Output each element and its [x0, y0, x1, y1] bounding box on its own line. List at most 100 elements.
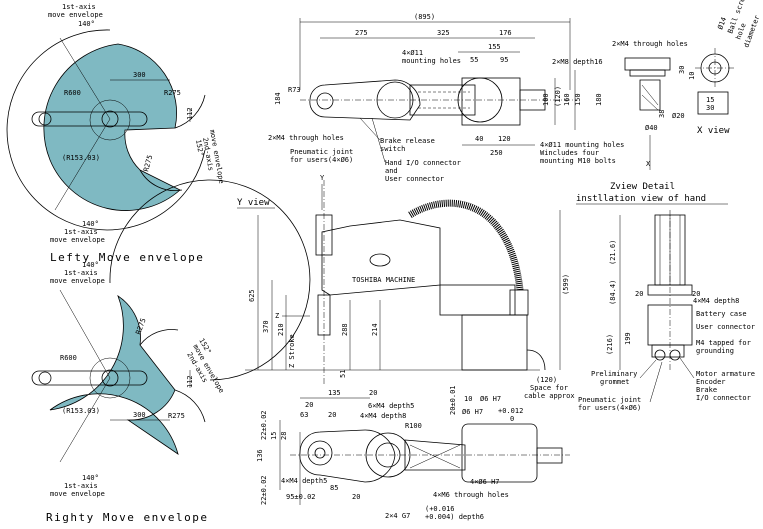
side-dim-120: (120) [536, 376, 557, 384]
z-view-title-2: instllation view of hand [576, 194, 706, 204]
top-dim-184: 184 [274, 92, 282, 105]
side-logo: TOSHIBA MACHINE [352, 276, 415, 284]
x-view-phi40: Ø40 [645, 124, 658, 132]
lefty-outer-arc [6, 29, 206, 231]
right-user-conn: User connector [696, 323, 755, 331]
side-z-arrow: Z [275, 312, 279, 320]
lefty-title: Lefty Move envelope [50, 251, 204, 264]
x-view-m4: 2×M4 through holes [612, 40, 688, 48]
lefty-dim-r275: R275 [164, 89, 181, 97]
top-dim-mount2: mounting holes [402, 57, 461, 65]
lefty-deg-side: 152° [194, 139, 205, 157]
top-view: (895) 275 325 176 155 55 95 4×Ø11 mounti… [268, 13, 624, 183]
top-brake-2: switch [380, 145, 405, 153]
top-hand-3: User connector [385, 175, 444, 183]
right-pneu-1: Pneumatic joint [578, 396, 641, 404]
side-arm [321, 219, 441, 296]
side-dim-210: 210 [277, 323, 285, 336]
lefty-inner-arc-2 [139, 169, 183, 191]
x-view-dim-30b: 30 [706, 104, 714, 112]
righty-axis1-top: 1st-axis [64, 269, 98, 277]
righty-outer-arc [109, 179, 311, 381]
x-view-body [639, 79, 661, 111]
bot-cable-box [536, 447, 563, 464]
top-dim-150: 150 [574, 93, 582, 106]
top-pneu-1: Pneumatic joint [290, 148, 353, 156]
righty-dim-112: 112 [186, 375, 194, 388]
top-dim-100: 100 [542, 93, 550, 106]
top-dim-325: 325 [437, 29, 450, 37]
lefty-arm [31, 111, 148, 127]
bot-dim-tol3: (+0.016 [425, 505, 455, 513]
side-y-arrow: Y [320, 174, 325, 182]
x-view-box [697, 91, 729, 115]
lefty-dim-r275b: R275 [142, 154, 154, 172]
bot-dim-h7-tol2: 0 [510, 415, 514, 423]
right-m4-tap-1: M4 tapped for [696, 339, 751, 347]
lefty-base-circle [89, 99, 131, 141]
lefty-joint [101, 110, 119, 128]
right-view: (21.6) (84.4) (216) 199 20 20 4×M4 depth… [578, 210, 755, 412]
right-m4-depth: 4×M4 depth8 [693, 297, 739, 305]
side-dim-214: 214 [371, 323, 379, 336]
right-motor-1: Motor armature [696, 370, 755, 378]
right-motor-3: Brake [696, 386, 717, 394]
lefty-deg-top: 140° [78, 20, 95, 28]
top-dim-895: (895) [414, 13, 435, 21]
top-dim-160: 160 [563, 93, 571, 106]
right-dim-20b: 20 [692, 290, 700, 298]
bot-dim-20d: 20 [352, 493, 360, 501]
lefty-end-joint [38, 112, 52, 126]
right-prelim-1: Preliminary [591, 370, 637, 378]
top-hand-2: and [385, 167, 398, 175]
top-mount-1: 4×Ø11 mounting holes [540, 141, 624, 149]
top-dim-176: 176 [499, 29, 512, 37]
x-view-dim-15: 15 [706, 96, 714, 104]
right-motor-4: I/O connector [696, 394, 751, 402]
bot-dim-m6: 4×M6 through holes [433, 491, 509, 499]
righty-move-env-bot: move envelope [50, 490, 105, 498]
x-view-arrow-x: X [646, 160, 651, 168]
side-z-stroke: Z Stroke [288, 334, 296, 368]
bot-dim-r100: R100 [405, 422, 422, 430]
x-view-hatch [641, 84, 659, 111]
side-dim-370: 370 [262, 320, 270, 333]
bot-dim-4m4: 4×M4 depth8 [360, 412, 406, 420]
righty-base-circle [89, 357, 131, 399]
side-space-1: Space for [530, 384, 568, 392]
right-prelim-2: grommet [600, 378, 630, 386]
righty-deg-top: 140° [82, 261, 99, 269]
lefty-dim-line-2 [54, 118, 111, 211]
top-dim-275: 275 [355, 29, 368, 37]
top-arm2-end [316, 92, 334, 110]
top-dim-95: 95 [500, 56, 508, 64]
top-dim-120b: 120 [498, 135, 511, 143]
right-dim-216b: (216) [606, 334, 614, 355]
side-dim-288: 288 [341, 323, 349, 336]
top-dim-r73: R73 [288, 86, 301, 94]
lefty-deg-bot: 140° [82, 220, 99, 228]
righty-dim-r600: R600 [60, 354, 77, 362]
bot-dim-28: 28 [280, 432, 288, 440]
right-dim-216: (21.6) [609, 240, 617, 265]
top-mount-3: mounting M10 bolts [540, 157, 616, 165]
right-dim-844: (84.4) [609, 280, 617, 305]
top-dim-40: 40 [475, 135, 483, 143]
right-m4-tap-2: grounding [696, 347, 734, 355]
lefty-dim-112: 112 [186, 107, 194, 120]
righty-deg-bot: 140° [82, 474, 99, 482]
righty-dim-line-2 [59, 377, 111, 463]
top-dim-250: 250 [490, 149, 503, 157]
righty-move-env-top: move envelope [50, 277, 105, 285]
bot-dim-g7: 2×4 G7 [385, 512, 410, 520]
bot-arm-2 [299, 429, 396, 483]
side-cable-box [509, 289, 529, 316]
top-pneu-2: for users(4×Ø6) [290, 156, 353, 164]
bot-arm2-end-inner [314, 447, 326, 459]
x-view-plate [624, 57, 671, 71]
bot-dim-tol4: +0.004) depth6 [425, 513, 484, 521]
bot-dim-22: 22±0.02 [260, 410, 268, 440]
bot-dim-h7-tol1: +0.012 [498, 407, 523, 415]
bot-dim-22b: 22±0.02 [260, 475, 268, 505]
